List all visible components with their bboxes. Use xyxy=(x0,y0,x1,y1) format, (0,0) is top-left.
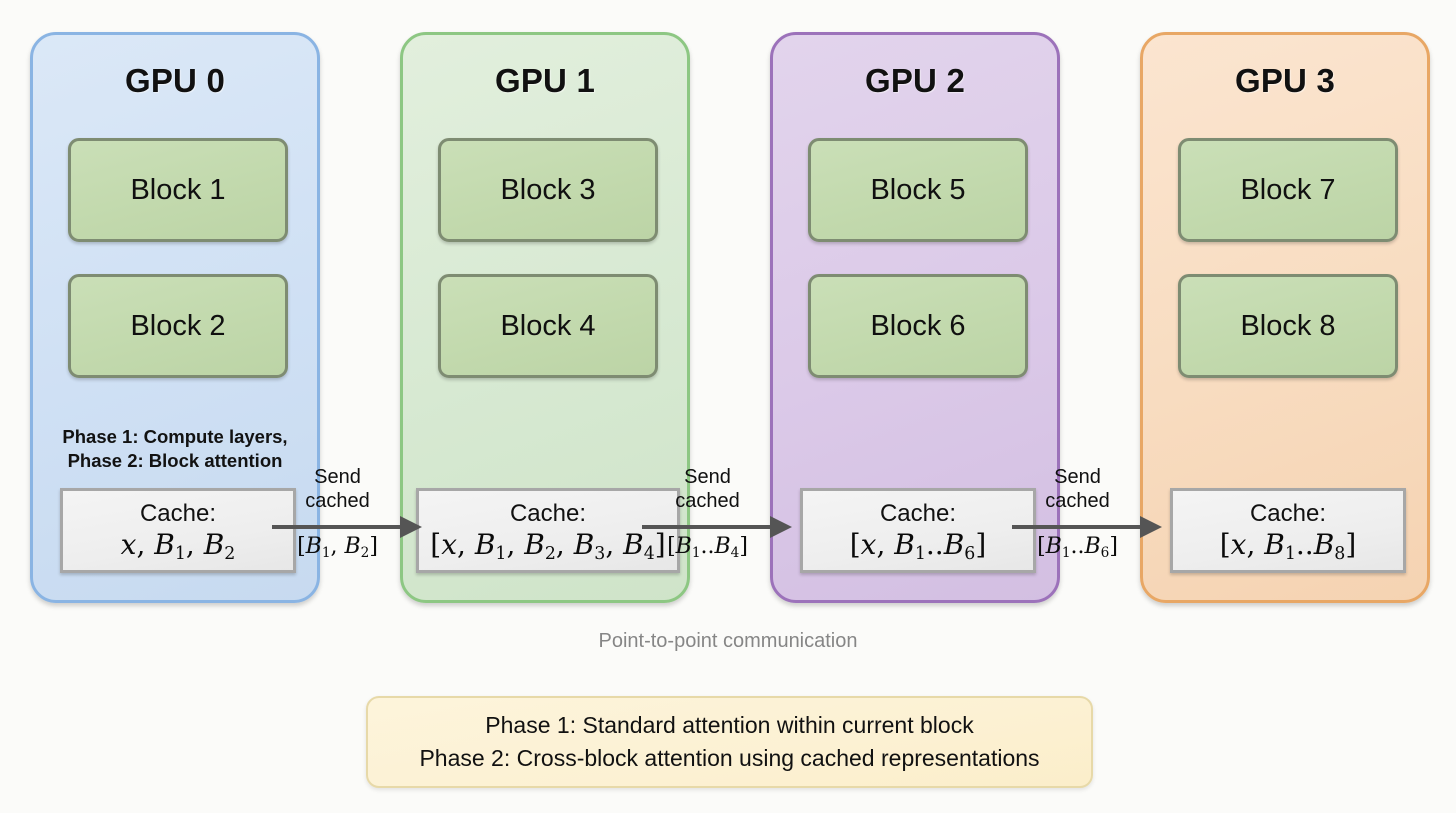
arrow-label-line-1: Send xyxy=(684,466,731,488)
arrow-head-icon xyxy=(400,516,422,538)
cache-value: [x, B1..B8] xyxy=(1219,527,1357,565)
arrow-label-line-1: Send xyxy=(1054,466,1101,488)
legend-line-1: Phase 1: Standard attention within curre… xyxy=(485,712,974,739)
point-to-point-caption: Point-to-point communication xyxy=(598,630,858,652)
block-box[interactable]: Block 7 xyxy=(1178,138,1398,242)
cache-box[interactable]: Cache: [x, B1..B6] xyxy=(800,488,1036,573)
arrow-label-top: Send cached xyxy=(642,465,773,514)
arrow-label-line-2: cached xyxy=(1045,490,1110,513)
gpu-title-0: GPU 0 xyxy=(124,62,226,99)
cache-label: Cache: xyxy=(509,499,587,527)
cache-label: Cache: xyxy=(1249,499,1327,527)
gpu-panel-3[interactable]: GPU 3 Block 7 Block 8 Cache: [x, B1..B8] xyxy=(1140,32,1430,603)
block-box[interactable]: Block 5 xyxy=(808,138,1028,242)
gpu-title-2: GPU 2 xyxy=(864,62,966,99)
communication-arrow-2: Send cached [B1..B6] xyxy=(1012,466,1162,580)
arrow-label-line-2: cached xyxy=(305,490,370,513)
gpu-panel-0[interactable]: GPU 0 Block 1 Block 2 Phase 1: Compute l… xyxy=(30,32,320,603)
phase-note-line-2: Phase 2: Block attention xyxy=(67,450,283,472)
gpu-title-1: GPU 1 xyxy=(494,62,596,99)
block-box[interactable]: Block 4 xyxy=(438,274,658,378)
arrow-label-top: Send cached xyxy=(1012,465,1143,514)
arrow-payload-label: [B1..B4] xyxy=(667,534,748,562)
block-box[interactable]: Block 2 xyxy=(68,274,288,378)
gpu-panel-1[interactable]: GPU 1 Block 3 Block 4 Cache: [x, B1, B2,… xyxy=(400,32,690,603)
arrow-line xyxy=(272,525,403,529)
arrow-head-icon xyxy=(770,516,792,538)
arrow-line xyxy=(1012,525,1143,529)
cache-value: [x, B1, B2, B3, B4] xyxy=(430,527,666,565)
legend-box: Phase 1: Standard attention within curre… xyxy=(366,696,1093,788)
block-box[interactable]: Block 1 xyxy=(68,138,288,242)
phase-note: Phase 1: Compute layers, Phase 2: Block … xyxy=(41,425,309,473)
arrow-line xyxy=(642,525,773,529)
communication-arrow-0: Send cached [B1, B2] xyxy=(272,466,422,580)
arrow-payload-label: [B1, B2] xyxy=(297,534,378,562)
cache-label: Cache: xyxy=(139,499,217,527)
cache-label: Cache: xyxy=(879,499,957,527)
gpu-panel-2[interactable]: GPU 2 Block 5 Block 6 Cache: [x, B1..B6] xyxy=(770,32,1060,603)
legend-line-2: Phase 2: Cross-block attention using cac… xyxy=(419,745,1040,771)
block-box[interactable]: Block 6 xyxy=(808,274,1028,378)
cache-box[interactable]: Cache: [x, B1, B2, B3, B4] xyxy=(416,488,680,573)
arrow-head-icon xyxy=(1140,516,1162,538)
block-box[interactable]: Block 8 xyxy=(1178,274,1398,378)
cache-box[interactable]: Cache: x, B1, B2 xyxy=(60,488,296,573)
arrow-label-top: Send cached xyxy=(272,465,403,514)
cache-value: x, B1, B2 xyxy=(120,527,236,565)
arrow-label-line-1: Send xyxy=(314,466,361,488)
arrow-label-line-2: cached xyxy=(675,490,740,513)
block-box[interactable]: Block 3 xyxy=(438,138,658,242)
cache-box[interactable]: Cache: [x, B1..B8] xyxy=(1170,488,1406,573)
gpu-title-3: GPU 3 xyxy=(1234,62,1336,99)
phase-note-line-1: Phase 1: Compute layers, xyxy=(62,426,288,447)
cache-value: [x, B1..B6] xyxy=(849,527,987,565)
arrow-payload-label: [B1..B6] xyxy=(1037,534,1118,562)
communication-arrow-1: Send cached [B1..B4] xyxy=(642,466,792,580)
